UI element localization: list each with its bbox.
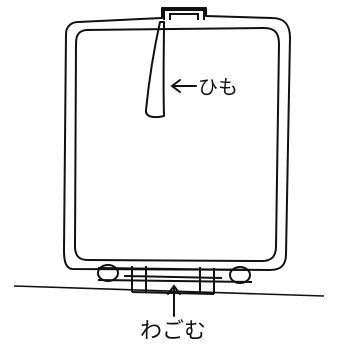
string-arrow bbox=[172, 80, 196, 92]
rubber-band-label: わごむ bbox=[140, 319, 206, 344]
suitcase-outer-outline bbox=[64, 8, 290, 270]
rubber-band-arrow bbox=[168, 286, 180, 316]
top-handle bbox=[164, 10, 204, 20]
suitcase-inner-outline bbox=[75, 28, 279, 261]
string-label: ひも bbox=[198, 75, 238, 99]
hanging-string bbox=[146, 22, 164, 117]
